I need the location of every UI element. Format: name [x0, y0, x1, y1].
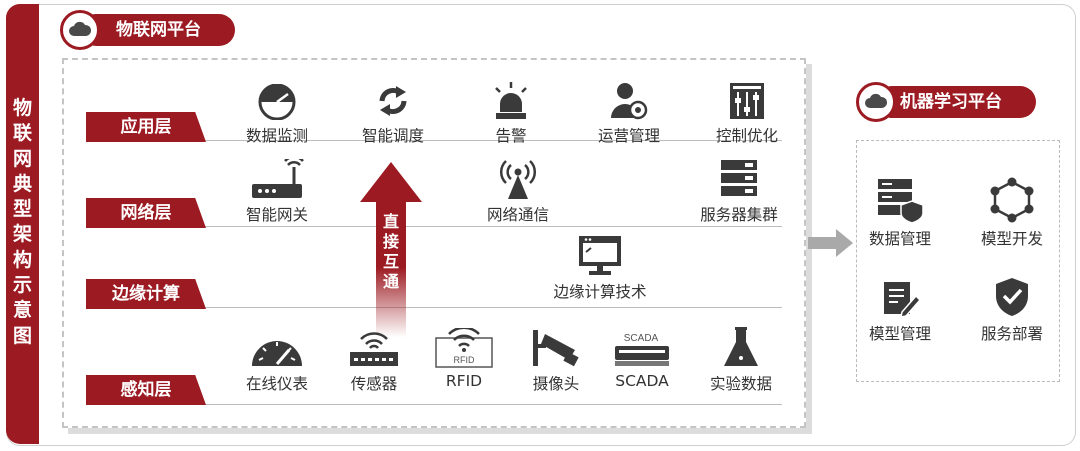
- camera-icon: [533, 330, 579, 367]
- ml-platform-title: 机器学习平台: [876, 86, 1036, 118]
- item-control-optimization: 控制优化: [697, 74, 797, 146]
- side-title: 物联网典型架构示意图: [12, 97, 32, 347]
- ml-item-model-management: 模型管理: [850, 274, 950, 344]
- item-label: 控制优化: [715, 127, 778, 145]
- gauge-icon: [258, 84, 296, 120]
- ml-platform-title-text: 机器学习平台: [900, 92, 1002, 112]
- item-operations-management: 运营管理: [579, 74, 679, 146]
- document-edit-icon: [884, 282, 920, 318]
- cloud-icon: [856, 82, 896, 122]
- layer-divider: [86, 226, 782, 227]
- item-label: 服务器集群: [700, 206, 778, 224]
- item-label: 告警: [495, 127, 527, 145]
- application-layer-label: 应用层: [86, 112, 206, 142]
- ml-item-data-management: 数据管理: [850, 175, 950, 249]
- item-label: 模型管理: [868, 325, 931, 343]
- item-label: 传感器: [350, 375, 398, 393]
- iot-architecture-box: [62, 58, 806, 428]
- side-title-bar: [6, 4, 39, 444]
- item-rfid: RFID RFID: [414, 324, 514, 390]
- server-stack-icon: [721, 160, 757, 196]
- item-label: 运营管理: [597, 127, 660, 145]
- layer-divider: [86, 307, 782, 308]
- ml-platform-box: [856, 140, 1060, 382]
- perception-layer-label: 感知层: [86, 375, 206, 405]
- item-online-meter: 在线仪表: [227, 324, 327, 394]
- ml-item-service-deployment: 服务部署: [962, 274, 1062, 344]
- item-label: RFID: [445, 372, 483, 390]
- item-label: 数据管理: [868, 230, 931, 248]
- database-shield-icon: [878, 179, 924, 223]
- refresh-icon: [379, 86, 407, 116]
- user-settings-icon: [611, 83, 648, 120]
- sliders-icon: [730, 83, 764, 119]
- item-label: 网络通信: [486, 206, 549, 224]
- network-layer-label: 网络层: [86, 198, 206, 228]
- meter-icon: [252, 341, 302, 366]
- iot-platform-title-text: 物联网平台: [116, 20, 201, 40]
- item-label: 边缘计算技术: [553, 283, 647, 301]
- layer-divider: [86, 404, 782, 405]
- item-label: 智能调度: [361, 127, 424, 145]
- item-smart-gateway: 智能网关: [227, 157, 327, 225]
- item-scada: SCADA SCADA: [592, 324, 692, 390]
- connection-arrow: [808, 229, 853, 257]
- item-label: 数据监测: [245, 127, 308, 145]
- item-label: 实验数据: [709, 375, 772, 393]
- antenna-icon: [499, 160, 537, 199]
- flask-icon: [724, 327, 758, 366]
- sensor-icon: [350, 332, 398, 366]
- ml-item-model-development: 模型开发: [962, 175, 1062, 249]
- monitor-icon: [579, 236, 621, 275]
- cloud-icon: [60, 10, 100, 50]
- item-label: 在线仪表: [245, 375, 308, 393]
- edge-computing-label: 边缘计算: [86, 279, 206, 309]
- item-sensor: 传感器: [324, 324, 424, 394]
- item-camera: 摄像头: [506, 324, 606, 394]
- item-network-communication: 网络通信: [468, 157, 568, 225]
- item-alarm: 告警: [461, 74, 561, 146]
- item-label: 模型开发: [980, 230, 1043, 248]
- item-label: SCADA: [615, 372, 669, 390]
- iot-platform-title: 物联网平台: [80, 14, 235, 46]
- scada-icon: SCADA: [615, 333, 669, 366]
- direct-link-arrow: [360, 162, 422, 337]
- rfid-icon-text: RFID: [454, 355, 475, 365]
- network-hex-icon: [990, 177, 1034, 223]
- rfid-icon: RFID: [435, 328, 493, 368]
- direct-link-text: 直接互通: [382, 212, 399, 291]
- item-label: 智能网关: [245, 206, 308, 224]
- item-edge-computing: 边缘计算技术: [545, 232, 655, 302]
- layer-divider: [86, 140, 782, 141]
- scada-icon-text: SCADA: [624, 333, 659, 344]
- item-server-cluster: 服务器集群: [689, 157, 789, 225]
- item-label: 服务部署: [980, 325, 1043, 343]
- item-label: 摄像头: [532, 375, 580, 393]
- item-data-monitoring: 数据监测: [227, 74, 327, 146]
- item-smart-scheduling: 智能调度: [343, 74, 443, 146]
- shield-check-icon: [996, 278, 1028, 316]
- router-icon: [252, 159, 304, 198]
- alarm-siren-icon: [495, 82, 527, 119]
- item-lab-data: 实验数据: [691, 324, 791, 394]
